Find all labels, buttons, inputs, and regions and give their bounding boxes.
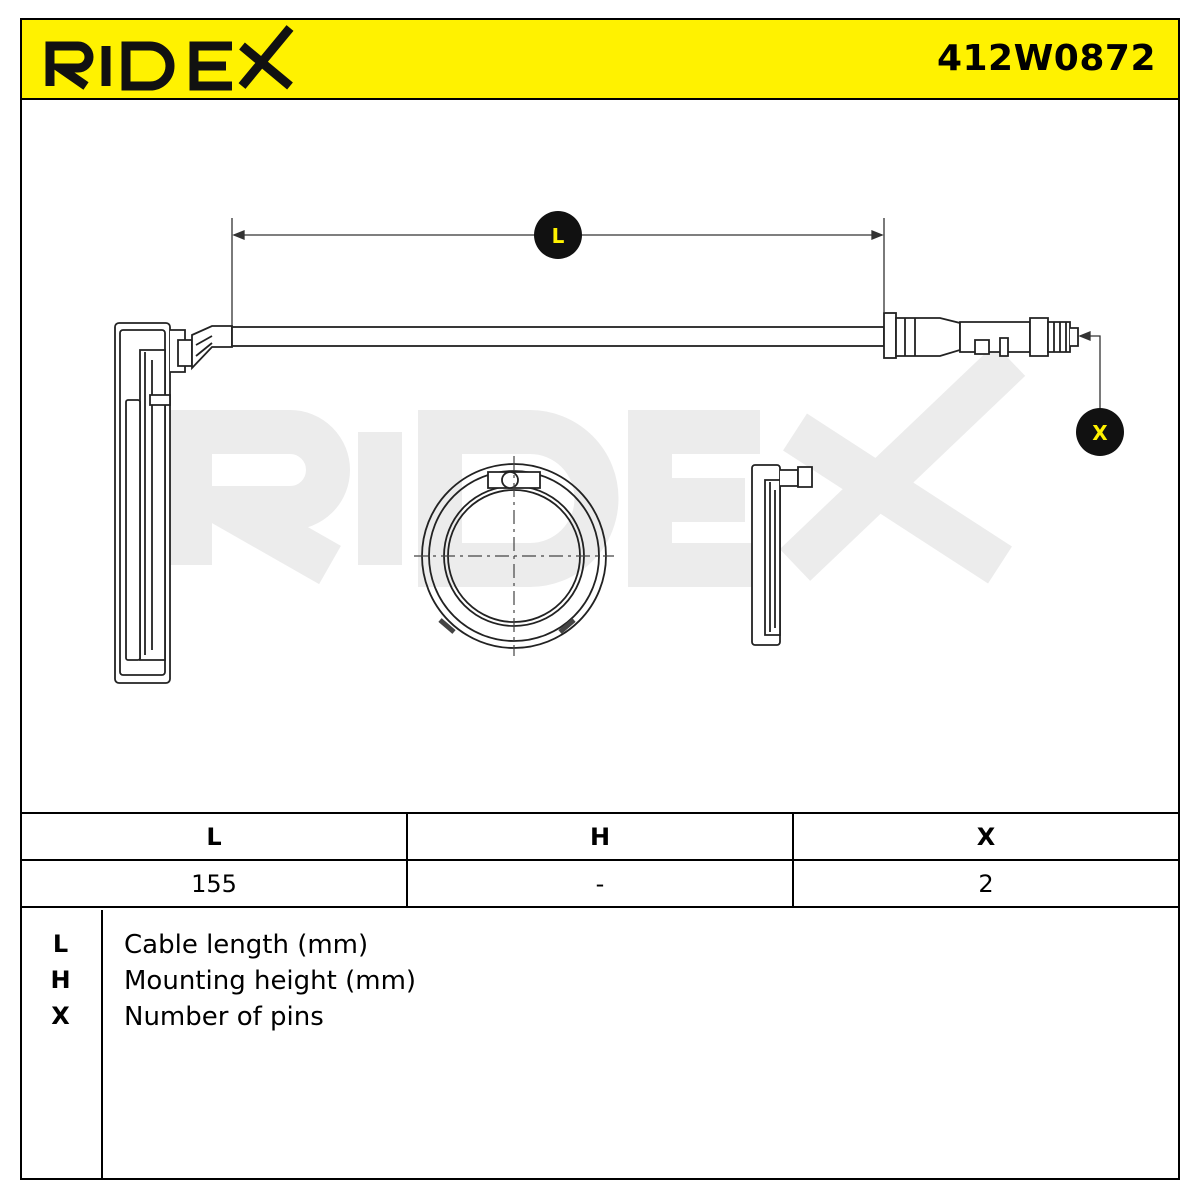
- spec-table-value-row: 155 - 2: [20, 859, 1180, 908]
- spec-column-l: L: [20, 812, 408, 861]
- legend-text-h: Mounting height (mm): [124, 966, 417, 996]
- spec-table-header-row: L H X: [20, 812, 1180, 861]
- ridex-logo: [45, 25, 294, 91]
- legend-key-l: L: [52, 930, 69, 958]
- legend-text-l: Cable length (mm): [124, 930, 369, 960]
- header-bar: 412W0872: [20, 18, 1180, 100]
- legend-text-x: Number of pins: [124, 1002, 324, 1032]
- spec-value-h: -: [406, 859, 794, 908]
- legend: L Cable length (mm) H Mounting height (m…: [20, 910, 1180, 1180]
- legend-divider: [101, 910, 103, 1180]
- spec-column-h: H: [406, 812, 794, 861]
- part-number: 412W0872: [936, 38, 1156, 79]
- spec-table: L H X 155 - 2: [20, 812, 1180, 908]
- sheet-frame: [20, 18, 1180, 1180]
- spec-value-l: 155: [20, 859, 408, 908]
- spec-value-x: 2: [792, 859, 1180, 908]
- spec-column-x: X: [792, 812, 1180, 861]
- legend-key-x: X: [51, 1002, 70, 1030]
- legend-key-h: H: [50, 966, 71, 994]
